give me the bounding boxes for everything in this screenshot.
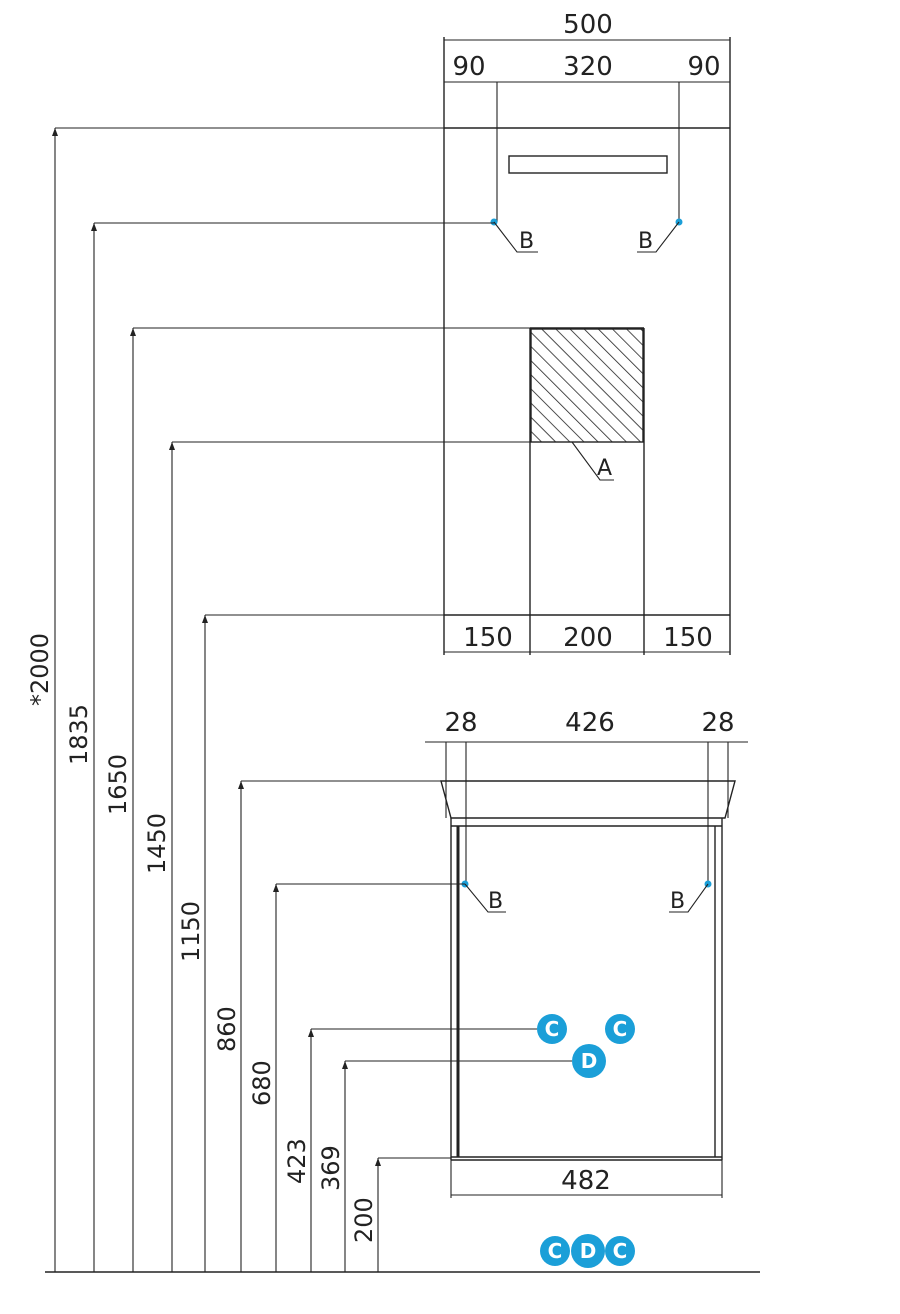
badge-c-upper-right: C: [605, 1014, 635, 1044]
badge-d-upper: D: [572, 1044, 606, 1078]
height-label-200: 200: [350, 1197, 378, 1243]
hatched-area-a: [530, 328, 644, 443]
svg-text:D: D: [581, 1049, 598, 1073]
leader-a: [571, 441, 614, 481]
dim-top-right: 90: [687, 52, 720, 82]
height-label-423: 423: [283, 1138, 311, 1184]
label-a: A: [597, 456, 612, 481]
cabinet-top-dimension-lines: [425, 741, 748, 884]
svg-text:C: C: [545, 1017, 560, 1041]
svg-text:C: C: [613, 1239, 628, 1263]
dim-upper-bottom-right: 150: [663, 623, 713, 653]
label-b-upper-left: B: [519, 229, 534, 254]
badge-c-upper-left: C: [537, 1014, 567, 1044]
height-label-1150: 1150: [177, 901, 205, 962]
label-b-lower-right: B: [670, 889, 685, 914]
leader-b-upper-right: [637, 221, 680, 253]
height-label-1650: 1650: [104, 754, 132, 815]
dim-cabinet-middle: 426: [565, 708, 615, 738]
height-label-1450: 1450: [143, 813, 171, 874]
badge-c-floor-left: C: [540, 1236, 570, 1266]
label-b-upper-right: B: [638, 229, 653, 254]
vanity-cabinet: [440, 780, 736, 1161]
dim-upper-bottom-middle: 200: [563, 623, 613, 653]
leader-b-lower-left: [464, 883, 506, 913]
dim-top-middle: 320: [563, 52, 613, 82]
svg-text:C: C: [548, 1239, 563, 1263]
dim-cabinet-left: 28: [444, 708, 477, 738]
height-label-680: 680: [248, 1060, 276, 1106]
svg-text:C: C: [613, 1017, 628, 1041]
upper-wall-panel: [443, 37, 731, 655]
badge-c-floor-right: C: [605, 1236, 635, 1266]
height-arrow-ticks: [52, 128, 381, 1166]
label-b-lower-left: B: [488, 889, 503, 914]
leader-b-upper-left: [493, 221, 538, 253]
leader-b-lower-right: [669, 883, 709, 913]
height-label-369: 369: [317, 1145, 345, 1191]
height-label-860: 860: [213, 1006, 241, 1052]
dim-cabinet-right: 28: [701, 708, 734, 738]
svg-text:D: D: [580, 1239, 597, 1263]
dim-upper-bottom-left: 150: [463, 623, 513, 653]
dim-overall-width: 500: [563, 10, 613, 40]
top-dimension-lines: [444, 39, 730, 222]
dim-top-left: 90: [452, 52, 485, 82]
height-dimension-lines: [54, 127, 572, 1272]
height-label-2000: *2000: [26, 633, 54, 706]
badge-d-floor: D: [571, 1234, 605, 1268]
light-fixture: [508, 155, 668, 174]
dim-base-width: 482: [561, 1166, 611, 1196]
height-label-1835: 1835: [65, 704, 93, 765]
